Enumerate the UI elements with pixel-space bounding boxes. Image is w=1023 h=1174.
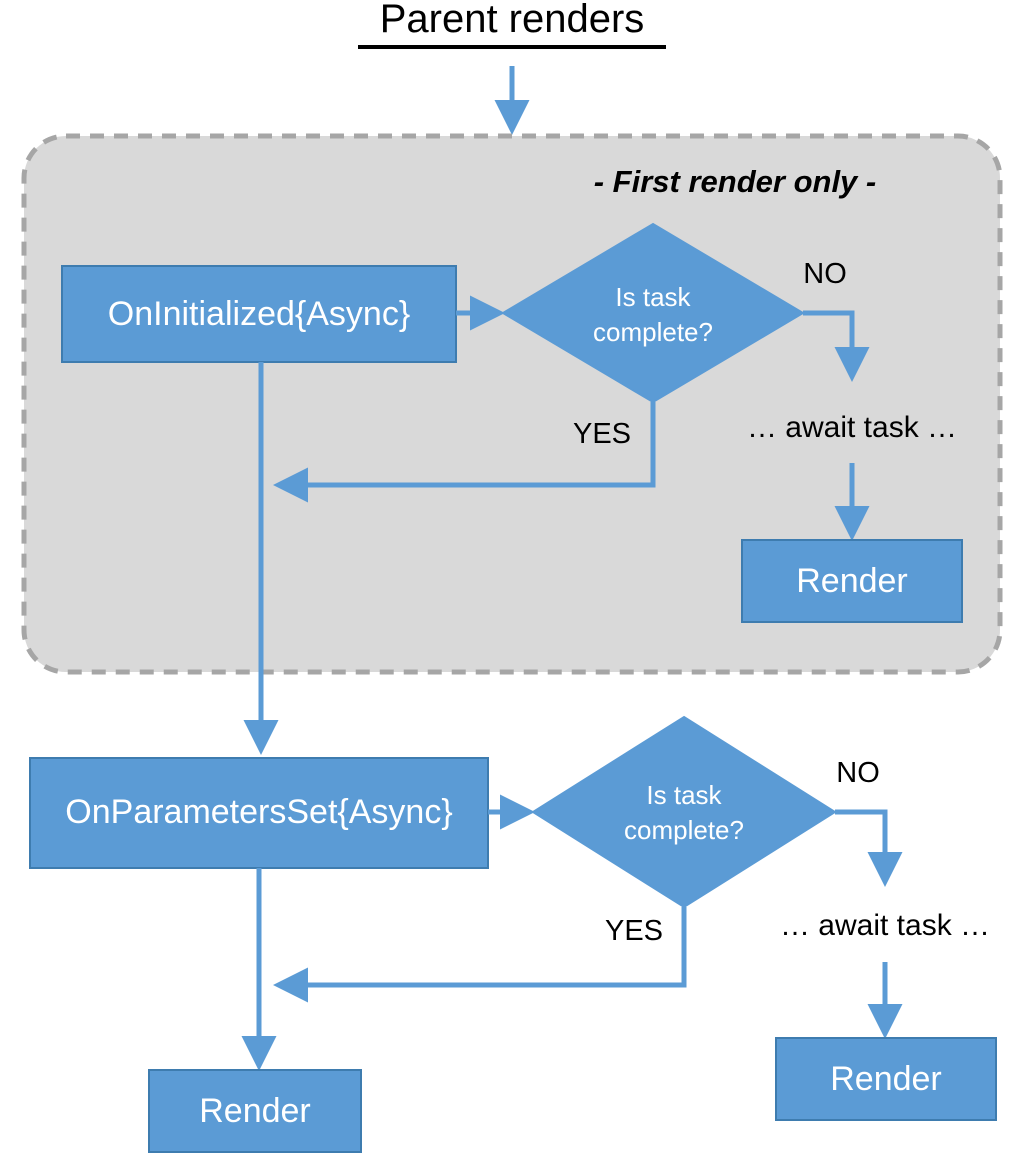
node-onparametersset-label: OnParametersSet{Async} <box>65 793 452 831</box>
edge-label-yes-first-render: YES <box>573 418 631 450</box>
node-render-parameters-set-yes-label: Render <box>199 1092 311 1130</box>
await-task-text-parameters-set: … await task … <box>780 909 990 942</box>
node-decision-parameters-set-label-line2: complete? <box>624 815 744 845</box>
node-decision-parameters-set[interactable]: Is task complete? <box>531 715 837 909</box>
connector-yes-parameters-set <box>272 907 687 1003</box>
group-caption: - First render only - <box>594 164 876 199</box>
node-render-parameters-set-yes[interactable]: Render <box>148 1069 362 1153</box>
node-decision-parameters-set-label-line1: Is task <box>646 780 722 810</box>
node-render-parameters-set-yes-shape[interactable] <box>148 1069 362 1153</box>
node-decision-first-render-label-line1: Is task <box>615 282 691 312</box>
node-decision-parameters-set-shape[interactable] <box>531 715 837 909</box>
node-render-parameters-set-no-shape[interactable] <box>775 1037 997 1121</box>
node-render-parameters-set-no[interactable]: Render <box>775 1037 997 1121</box>
node-render-parameters-set-no-label: Render <box>830 1060 942 1098</box>
connector-no-first-render <box>803 310 870 383</box>
edge-label-yes-parameters-set: YES <box>605 915 663 947</box>
node-oninitialized[interactable]: OnInitialized{Async} <box>61 265 457 363</box>
node-decision-first-render-label-line2: complete? <box>593 317 713 347</box>
connector-no-parameters-set <box>835 809 903 888</box>
node-render-first-render-label: Render <box>796 562 908 600</box>
page-title: Parent renders <box>380 0 645 41</box>
connector-yes-first-render <box>272 402 656 503</box>
edge-label-no-parameters-set: NO <box>836 757 880 789</box>
node-oninitialized-shape[interactable] <box>61 265 457 363</box>
node-onparametersset[interactable]: OnParametersSet{Async} <box>29 757 489 869</box>
node-render-first-render-shape[interactable] <box>741 539 963 623</box>
diagram-title: Parent renders <box>358 0 666 49</box>
node-decision-first-render[interactable]: Is task complete? <box>501 222 805 404</box>
await-task-text-first-render: … await task … <box>747 411 957 444</box>
node-oninitialized-label: OnInitialized{Async} <box>108 295 410 333</box>
node-render-first-render[interactable]: Render <box>741 539 963 623</box>
edge-label-no-first-render: NO <box>803 258 847 290</box>
